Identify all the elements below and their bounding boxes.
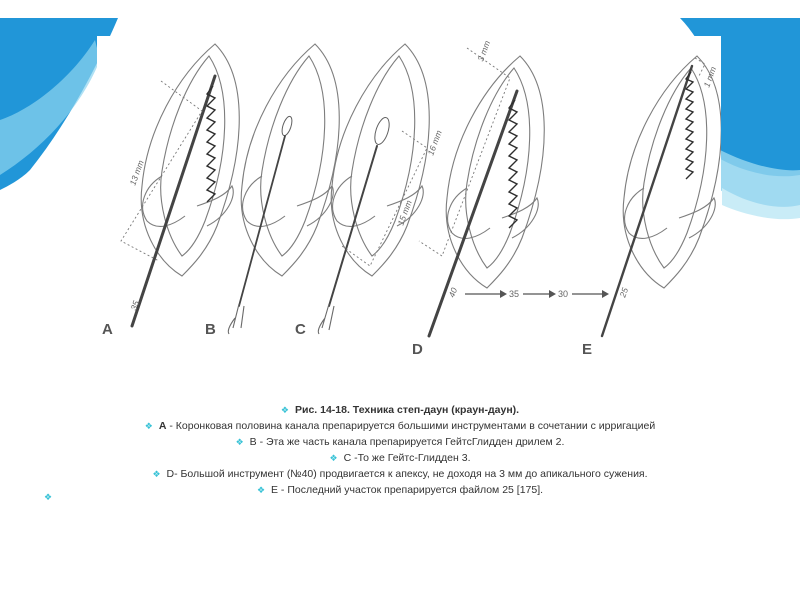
bullet-icon: ❖ <box>144 421 153 431</box>
caption-a-text: - Коронковая половина канала препарирует… <box>166 420 656 432</box>
dimension-c <box>341 130 428 267</box>
tooth-outline-c <box>330 43 430 277</box>
sequence-size-1: 35 <box>509 289 519 299</box>
drill-handle-c <box>317 303 335 335</box>
arrow-2-head <box>549 290 556 298</box>
bullet-icon: ❖ <box>329 453 338 463</box>
caption-line-e: ❖ Е - Последний участок препарируется фай… <box>40 482 760 498</box>
file-size-d: 40 <box>446 286 459 299</box>
right-wave-lighter <box>722 188 800 220</box>
measure-e-short: 1 mm <box>701 65 718 88</box>
caption-a-lead: А <box>158 420 167 432</box>
tooth-inner-c <box>350 55 416 257</box>
bullet-icon: ❖ <box>256 485 266 495</box>
tooth-outline-a <box>140 43 240 277</box>
tooth-outline-b <box>240 43 340 277</box>
caption-e-text: Е - Последний участок препарируется файл… <box>271 484 544 496</box>
caption-b-text: В - Эта же часть канала препарируется Ге… <box>249 436 565 448</box>
bullet-icon: ❖ <box>235 437 244 447</box>
label-d: D <box>412 341 423 358</box>
tooth-root-e <box>624 187 668 239</box>
measure-a: 13 mm <box>127 159 145 187</box>
root-canal-figure: 13 mm 35 A B 15 mm C <box>97 36 721 358</box>
caption-line-d: ❖ D- Большой инструмент (№40) продвигаетс… <box>40 466 760 482</box>
panel-d: 16 mm 3 mm 40 D <box>412 39 545 358</box>
file-shaft-e <box>600 64 694 338</box>
caption-line-a: ❖ А - Коронковая половина канала препарир… <box>40 418 760 434</box>
drill-head-c <box>374 117 390 145</box>
tooth-inner-b <box>260 55 326 257</box>
tooth-outline-e <box>622 55 721 289</box>
tooth-root-b <box>242 175 286 227</box>
figure-drawing: 13 mm 35 A B 15 mm C <box>102 39 721 358</box>
caption-c-text: С -То же Гейтс-Глидден 3. <box>343 452 471 464</box>
tooth-root-a <box>142 175 186 227</box>
dimension-e <box>694 57 706 77</box>
dimension-d <box>418 47 511 257</box>
tooth-root-d <box>447 187 491 239</box>
caption-title-line: ❖ Рис. 14-18. Техника степ-даун (краун-да… <box>40 402 760 418</box>
tooth-inner-e <box>642 67 708 269</box>
figure-caption: ❖ Рис. 14-18. Техника степ-даун (краун-да… <box>40 402 760 498</box>
file-shaft-d <box>427 89 519 338</box>
arrow-3-head <box>602 290 609 298</box>
drill-shaft-b <box>238 135 286 307</box>
caption-line-b: ❖ В - Эта же часть канала препарируется Г… <box>40 434 760 450</box>
tooth-crown-e <box>678 196 716 239</box>
panel-a: 13 mm 35 A <box>102 43 240 338</box>
measure-d-short: 3 mm <box>475 39 492 62</box>
tooth-outline-d <box>445 55 545 289</box>
label-c: C <box>295 321 306 338</box>
left-wave-light <box>0 40 100 175</box>
label-e: E <box>582 341 592 358</box>
drill-head-b <box>281 115 293 137</box>
file-blade-a <box>205 85 217 203</box>
file-shaft-a <box>130 74 217 328</box>
file-size-a: 35 <box>128 299 141 312</box>
panel-c: 15 mm C <box>295 43 430 338</box>
tooth-inner-d <box>465 67 531 269</box>
dimension-a <box>120 80 203 262</box>
file-sequence: 35 30 <box>465 289 609 299</box>
file-size-e: 25 <box>617 286 630 300</box>
file-blade-e <box>684 71 695 180</box>
tooth-crown-c <box>386 184 424 227</box>
label-b: B <box>205 321 216 338</box>
panel-e: 1 mm 25 E <box>582 55 721 358</box>
caption-d-text: D- Большой инструмент (№40) продвигается… <box>166 468 648 480</box>
bullet-icon: ❖ <box>280 405 289 415</box>
empty-bullet-icon: ❖ <box>44 492 53 502</box>
arrow-1-head <box>500 290 507 298</box>
tooth-inner-a <box>160 55 226 257</box>
file-blade-d <box>507 99 519 229</box>
tooth-crown-a <box>196 184 234 227</box>
drill-handle-b <box>227 303 245 335</box>
bullet-icon: ❖ <box>152 469 161 479</box>
drill-shaft-c <box>328 145 378 307</box>
label-a: A <box>102 321 113 338</box>
sequence-size-2: 30 <box>558 289 568 299</box>
caption-title: Рис. 14-18. Техника степ-даун (краун-дау… <box>294 404 520 416</box>
tooth-crown-d <box>501 196 539 239</box>
caption-line-c: ❖ С -То же Гейтс-Глидден 3. <box>40 450 760 466</box>
tooth-root-c <box>332 175 376 227</box>
panel-b: B <box>205 43 340 338</box>
